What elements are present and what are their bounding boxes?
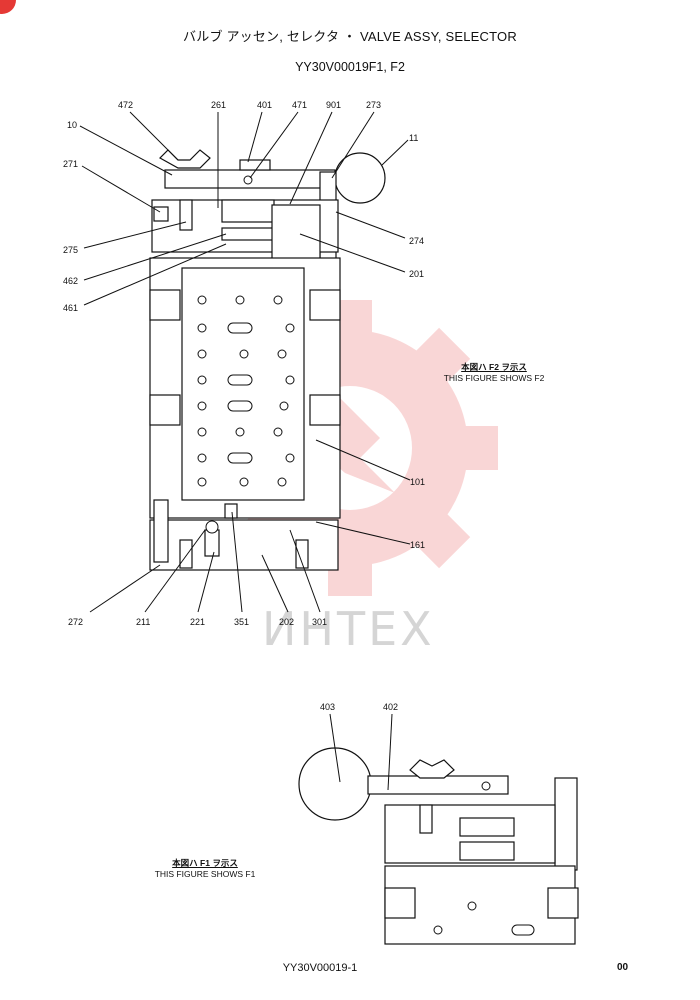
note-f2: 本図ハ F2 ヲ示ス THIS FIGURE SHOWS F2 <box>434 362 554 384</box>
note-f1: 本図ハ F1 ヲ示ス THIS FIGURE SHOWS F1 <box>142 858 268 880</box>
label-201: 201 <box>409 269 425 279</box>
note-f1-en: THIS FIGURE SHOWS F1 <box>154 869 256 879</box>
label-901: 901 <box>326 100 342 110</box>
label-274: 274 <box>409 236 425 246</box>
label-10: 10 <box>67 120 78 130</box>
label-211: 211 <box>136 617 151 627</box>
label-271: 271 <box>63 159 79 169</box>
label-403: 403 <box>320 702 336 712</box>
label-261: 261 <box>211 100 227 110</box>
page-number: 00 <box>617 962 629 973</box>
label-471: 471 <box>292 100 308 110</box>
label-275: 275 <box>63 245 79 255</box>
label-272: 272 <box>68 617 84 627</box>
label-273: 273 <box>366 100 382 110</box>
label-301: 301 <box>312 617 328 627</box>
note-f2-jp: 本図ハ F2 ヲ示ス <box>461 362 527 372</box>
note-f2-en: THIS FIGURE SHOWS F2 <box>443 373 545 383</box>
page-title: バルブ アッセン, セレクタ ・ VALVE ASSY, SELECTOR <box>183 29 517 44</box>
label-402: 402 <box>383 702 399 712</box>
label-472: 472 <box>118 100 134 110</box>
label-161: 161 <box>410 540 426 550</box>
model-code: YY30V00019F1, F2 <box>295 60 405 74</box>
label-221: 221 <box>190 617 206 627</box>
label-461: 461 <box>63 303 79 313</box>
label-462: 462 <box>63 276 79 286</box>
label-401: 401 <box>257 100 273 110</box>
label-101: 101 <box>410 477 426 487</box>
note-f1-jp: 本図ハ F1 ヲ示ス <box>172 858 238 868</box>
document-number: YY30V00019-1 <box>282 962 358 974</box>
watermark-text: ИНТЕХ <box>262 602 435 656</box>
label-351: 351 <box>234 617 250 627</box>
label-11: 11 <box>409 133 419 143</box>
label-202: 202 <box>279 617 295 627</box>
